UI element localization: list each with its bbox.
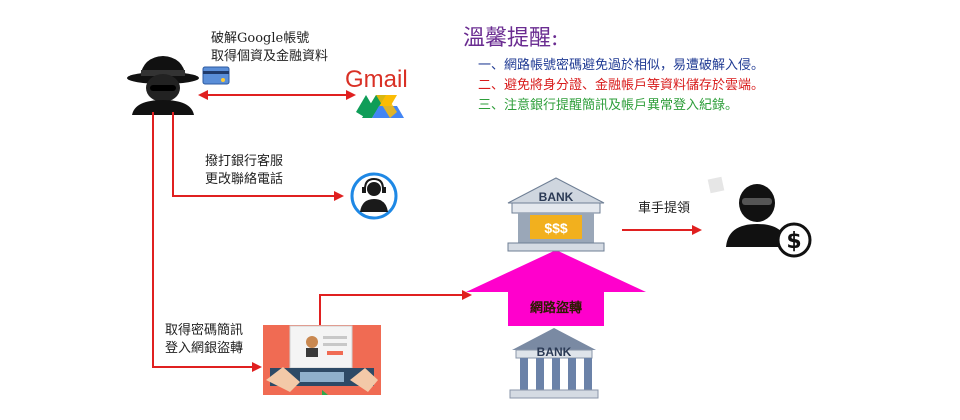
step2-label-line2: 更改聯絡電話: [205, 172, 284, 187]
gmail-logo-icon: Gmail: [345, 66, 408, 93]
step2-label-line1: 撥打銀行客服: [205, 154, 284, 169]
dollar-coin-icon: $: [776, 222, 812, 258]
svg-text:$: $: [786, 229, 801, 254]
bank-icon-top: BANK $$$: [507, 177, 605, 252]
arrow-to-call-center: [172, 112, 344, 201]
tips-title: 溫馨提醒:: [463, 26, 559, 51]
svg-text:Gmail: Gmail: [345, 66, 408, 93]
step1-label-line2: 取得個資及金融資料: [211, 49, 329, 64]
money-mule-icon: [707, 176, 788, 247]
tip-item-1: 一、網路帳號密碼避免過於相似，易遭破解入侵。: [478, 58, 765, 73]
transfer-label: 網路盜轉: [529, 301, 582, 316]
step3-label-line2: 登入網銀盜轉: [165, 341, 244, 356]
svg-text:BANK: BANK: [537, 345, 572, 359]
transfer-arrow: [466, 250, 646, 326]
bank-icon-bottom: BANK: [509, 328, 599, 399]
tip-item-3: 三、注意銀行提醒簡訊及帳戶異常登入紀錄。: [478, 98, 739, 113]
arrow-laptop-to-transfer: [319, 290, 472, 325]
hacker-icon: [127, 56, 199, 115]
step3-label-line1: 取得密碼簡訊: [165, 323, 244, 338]
step1-label-line1: 破解Google帳號: [211, 31, 310, 46]
arrow-to-laptop: [152, 112, 262, 372]
tip-item-2: 二、避免將身分證、金融帳戶等資料儲存於雲端。: [478, 78, 765, 93]
svg-text:BANK: BANK: [539, 190, 574, 204]
online-banking-icon: [263, 325, 381, 395]
svg-text:$$$: $$$: [544, 220, 568, 236]
credit-card-icon: [202, 66, 230, 85]
call-center-icon: [350, 172, 398, 220]
google-drive-icon: [356, 95, 404, 118]
withdraw-label: 車手提領: [638, 201, 691, 216]
